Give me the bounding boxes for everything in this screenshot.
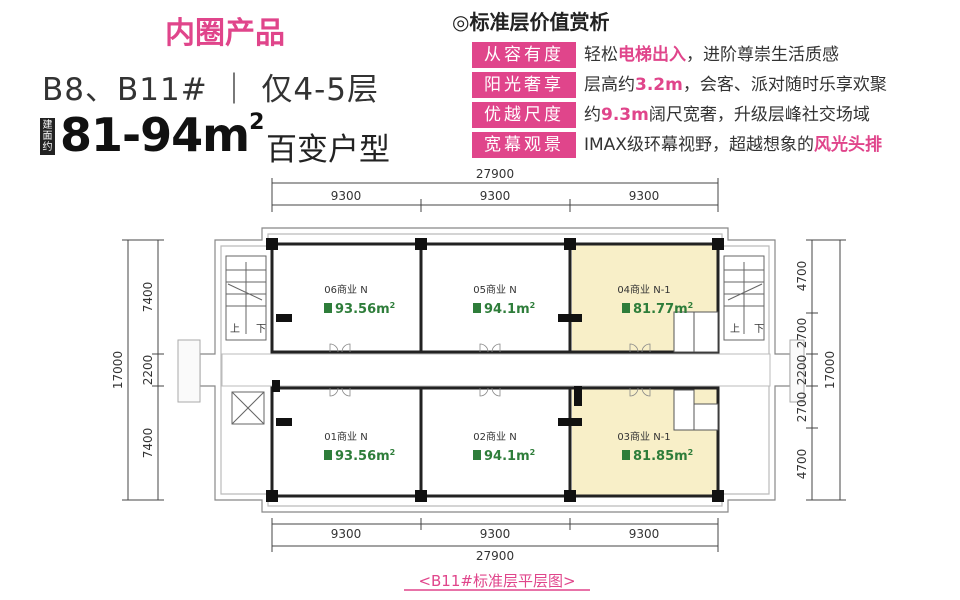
unit-name: 04商业 N-1 [617, 283, 670, 296]
unit-area: 81.77m2 [633, 301, 693, 317]
dim-right-segment: 4700 [795, 261, 809, 292]
unit-area-sup: 2 [390, 448, 396, 457]
feature-text-pre: IMAX级环幕视野，超越想象的 [584, 135, 814, 155]
dim-total-bottom: 27900 [476, 549, 514, 563]
feature-text: 层高约3.2m，会客、派对随时乐享欢聚 [584, 72, 887, 98]
stair-left [225, 255, 267, 341]
product-title: 内圈产品 [165, 16, 285, 51]
dim-bay-bottom: 9300 [629, 527, 660, 541]
dim-left-segment: 7400 [141, 428, 155, 459]
right-platform [789, 339, 805, 403]
unit-name: 02商业 N [473, 430, 516, 443]
dim-left-segment: 7400 [141, 282, 155, 313]
unit-area-value: 81.77m [633, 302, 688, 317]
feature-tag: 优越尺度 [472, 102, 576, 128]
unit-name: 03商业 N-1 [617, 430, 670, 443]
stair-up-label: 上 [730, 323, 740, 335]
north-unit-walls [270, 242, 720, 354]
unit-area-value: 81.85m [633, 449, 688, 464]
area-tag-icon [473, 450, 481, 460]
area-prefix-badge: 建面约 [40, 118, 55, 155]
feature-text-highlight: 风光头排 [813, 135, 882, 155]
area-tag-icon [324, 450, 332, 460]
building-outline [199, 227, 791, 513]
feature-text-post: ，会客、派对随时乐享欢聚 [682, 75, 887, 95]
dim-left-total: 17000 [111, 351, 125, 389]
unit-area: 93.56m2 [335, 301, 395, 317]
corridor [221, 353, 771, 387]
unit-area-value: 94.1m [484, 302, 530, 317]
area-tag-icon [622, 450, 630, 460]
dim-bay-top: 9300 [480, 189, 511, 203]
south-unit-walls [270, 386, 720, 498]
area-range-sup: 2 [249, 109, 264, 135]
feature-tag: 宽幕观景 [472, 132, 576, 158]
unit-area: 93.56m2 [335, 448, 395, 464]
dim-right-total: 17000 [823, 351, 837, 389]
dim-bay-bottom: 9300 [480, 527, 511, 541]
stair-down-label: 下 [754, 324, 764, 335]
dim-right-segment: 2700 [795, 318, 809, 349]
unit-area-sup: 2 [688, 301, 694, 310]
feature-row: 优越尺度 约9.3m阔尺宽奢，升级层峰社交场域 [472, 102, 942, 128]
feature-tag: 阳光奢享 [472, 72, 576, 98]
building-floors: B8、B11# ｜ 仅4-5层 [42, 72, 380, 108]
feature-row: 阳光奢享 层高约3.2m，会客、派对随时乐享欢聚 [472, 72, 942, 98]
dim-bay-top: 9300 [331, 189, 362, 203]
washroom [693, 403, 719, 431]
left-platform [177, 339, 201, 403]
stair-down-label: 下 [256, 324, 266, 335]
feature-text: 轻松电梯出入，进阶尊崇生活质感 [584, 42, 839, 68]
unit-area-sup: 2 [688, 448, 694, 457]
dim-right-segment: 2200 [795, 355, 809, 386]
dim-bay-bottom: 9300 [331, 527, 362, 541]
unit-area-value: 94.1m [484, 449, 530, 464]
unit-area-sup: 2 [530, 301, 536, 310]
feature-text-post: 阔尺宽奢，升级层峰社交场域 [648, 105, 870, 125]
unit-area: 81.85m2 [633, 448, 693, 464]
unit-area: 94.1m2 [484, 301, 535, 317]
feature-text: 约9.3m阔尺宽奢，升级层峰社交场域 [584, 102, 870, 128]
dim-bay-top: 9300 [629, 189, 660, 203]
dim-total-top: 27900 [476, 167, 514, 181]
unit-area-sup: 2 [390, 301, 396, 310]
elevator [231, 391, 265, 425]
features-title: ◎标准层价值赏析 [452, 10, 610, 34]
feature-row: 宽幕观景 IMAX级环幕视野，超越想象的风光头排 [472, 132, 942, 158]
area-tag-icon [622, 303, 630, 313]
dim-right-segment: 4700 [795, 449, 809, 480]
unit-area-sup: 2 [530, 448, 536, 457]
plan-title: <B11#标准层平层图> [418, 572, 576, 590]
unit-area-value: 93.56m [335, 302, 390, 317]
washroom [693, 311, 719, 353]
feature-text-pre: 轻松 [584, 45, 618, 65]
area-tag-icon [473, 303, 481, 313]
dim-right-segment: 2700 [795, 392, 809, 423]
area-tag-icon [324, 303, 332, 313]
feature-tag: 从容有度 [472, 42, 576, 68]
area-range: 81-94m2 [60, 108, 264, 162]
feature-text-pre: 层高约 [584, 75, 635, 95]
feature-row: 从容有度 轻松电梯出入，进阶尊崇生活质感 [472, 42, 942, 68]
stair-right [723, 255, 765, 341]
feature-text-highlight: 3.2m [635, 75, 683, 95]
unit-area-value: 93.56m [335, 449, 390, 464]
dim-left-segment: 2200 [141, 355, 155, 386]
washroom [673, 389, 695, 431]
area-range-value: 81-94m [60, 108, 250, 162]
stair-up-label: 上 [230, 323, 240, 335]
feature-text-highlight: 电梯出入 [618, 45, 686, 65]
unit-name: 05商业 N [473, 283, 516, 296]
unit-name: 06商业 N [324, 283, 367, 296]
feature-text-post: ，进阶尊崇生活质感 [686, 45, 839, 65]
feature-text-highlight: 9.3m [601, 105, 649, 125]
feature-text-pre: 约 [584, 105, 601, 125]
feature-text: IMAX级环幕视野，超越想象的风光头排 [584, 132, 882, 158]
unit-area: 94.1m2 [484, 448, 535, 464]
washroom [673, 311, 695, 353]
area-suffix: 百变户型 [266, 132, 390, 168]
unit-name: 01商业 N [324, 430, 367, 443]
